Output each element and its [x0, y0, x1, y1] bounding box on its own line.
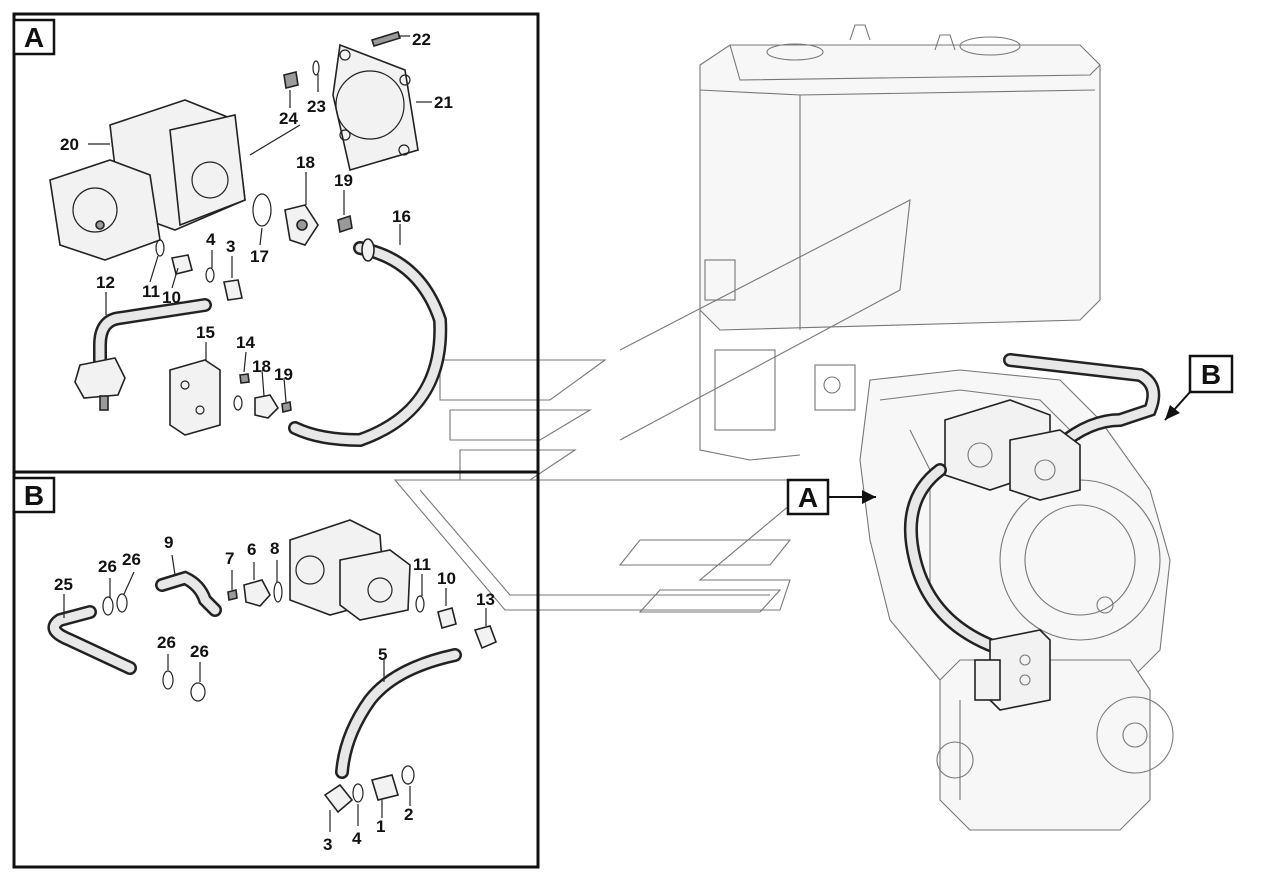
callout-b-26-3: 26	[157, 633, 176, 652]
callout-a-10: 10	[162, 288, 181, 307]
callout-a-3: 3	[226, 237, 235, 256]
callout-b-7: 7	[225, 549, 234, 568]
callout-b-10: 10	[437, 569, 456, 588]
callout-a-14: 14	[236, 333, 255, 352]
callout-a-24: 24	[279, 109, 298, 128]
callout-b-3: 3	[323, 835, 332, 854]
callout-b-5: 5	[378, 645, 387, 664]
callout-a-18: 18	[296, 153, 315, 172]
callout-b-4: 4	[352, 829, 362, 848]
callout-b-26-1: 26	[98, 557, 117, 576]
panel-a: A	[12, 12, 540, 474]
callout-a-4: 4	[206, 230, 216, 249]
callout-a-17: 17	[250, 247, 269, 266]
callout-b-26-2: 26	[122, 550, 141, 569]
panel-b-label: B	[24, 480, 44, 511]
callout-a-19b: 19	[274, 365, 293, 384]
callout-a-11: 11	[142, 282, 160, 301]
overview-assembly: A B	[393, 24, 1234, 831]
panel-b: B	[12, 470, 540, 869]
callout-a-15: 15	[196, 323, 215, 342]
callout-b-13: 13	[476, 590, 495, 609]
callout-a-16: 16	[392, 207, 411, 226]
callout-a-19: 19	[334, 171, 353, 190]
callout-b-25: 25	[54, 575, 73, 594]
callout-b-2: 2	[404, 805, 413, 824]
callout-a-23: 23	[307, 97, 326, 116]
overview-label-a: A	[798, 482, 818, 513]
callout-a-22: 22	[412, 30, 431, 49]
callout-b-11: 11	[413, 555, 431, 574]
callout-a-20: 20	[60, 135, 79, 154]
callout-b-6: 6	[247, 540, 256, 559]
overview-label-b: B	[1201, 359, 1221, 390]
callout-a-18b: 18	[252, 357, 271, 376]
callout-b-9: 9	[164, 533, 173, 552]
callout-b-26-4: 26	[190, 642, 209, 661]
callout-b-8: 8	[270, 539, 279, 558]
callout-a-12: 12	[96, 273, 115, 292]
callout-a-21: 21	[434, 93, 453, 112]
callout-b-1: 1	[376, 817, 385, 836]
panel-a-label: A	[24, 22, 44, 53]
